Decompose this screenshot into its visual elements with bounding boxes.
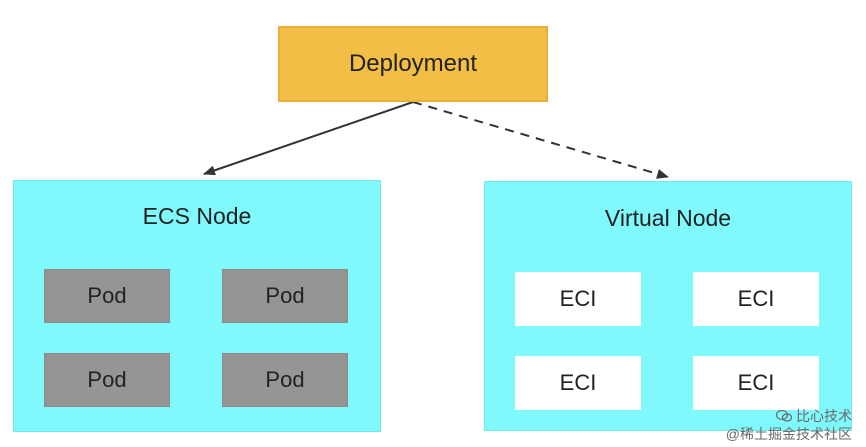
eci-box: ECI [693, 272, 819, 326]
eci-label: ECI [737, 286, 775, 311]
pod-box: Pod [222, 269, 348, 323]
wechat-icon [776, 410, 792, 422]
virtual-node-box: Virtual Node ECI ECI ECI ECI [484, 181, 852, 431]
watermark: 比心技术 @稀土掘金技术社区 [726, 407, 852, 443]
eci-box: ECI [515, 272, 641, 326]
deployment-label: Deployment [348, 50, 478, 77]
pod-label: Pod [87, 367, 127, 392]
ecs-node-title: ECS Node [142, 203, 252, 229]
ecs-node-box: ECS Node Pod Pod Pod Pod [13, 180, 381, 432]
pod-label: Pod [265, 367, 305, 392]
pod-box: Pod [222, 353, 348, 407]
watermark-brand: 比心技术 [796, 408, 852, 424]
eci-label: ECI [737, 370, 775, 395]
eci-box: ECI [693, 356, 819, 410]
arrow-to-virtual-node [412, 101, 669, 179]
eci-box: ECI [515, 356, 641, 410]
pod-label: Pod [87, 283, 127, 308]
virtual-node-title: Virtual Node [604, 205, 732, 231]
eci-label: ECI [559, 370, 597, 395]
pod-box: Pod [44, 269, 170, 323]
watermark-source: @稀土掘金技术社区 [725, 426, 852, 442]
pod-label: Pod [265, 283, 305, 308]
pod-box: Pod [44, 353, 170, 407]
eci-label: ECI [559, 286, 597, 311]
deployment-box: Deployment [278, 26, 548, 102]
arrow-to-ecs-node [203, 101, 414, 176]
